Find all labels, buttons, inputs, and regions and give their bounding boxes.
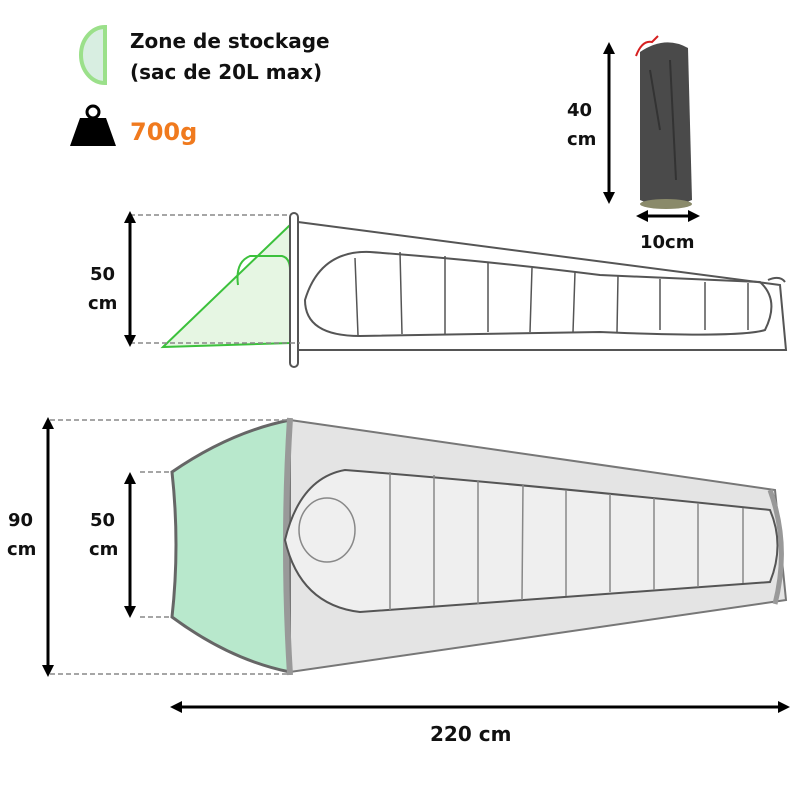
bag-height-unit: cm — [567, 129, 597, 150]
storage-zone-icon — [79, 24, 107, 86]
outer-height-value: 90 — [8, 510, 34, 531]
side-height-value: 50 — [90, 264, 116, 285]
side-view-drawing — [160, 212, 788, 368]
bag-width-label: 10cm — [640, 232, 695, 253]
inner-height-unit: cm — [89, 539, 119, 560]
bag-height-value: 40 — [567, 100, 593, 121]
length-label: 220 cm — [430, 722, 512, 746]
weight-icon — [70, 104, 116, 146]
outer-height-unit: cm — [7, 539, 37, 560]
stuff-sack-image — [635, 35, 692, 209]
storage-zone-label: Zone de stockage — [130, 29, 330, 53]
weight-value: 700g — [130, 118, 198, 146]
top-view-drawing — [170, 417, 788, 676]
side-height-unit: cm — [88, 293, 118, 314]
storage-capacity-label: (sac de 20L max) — [130, 60, 323, 84]
inner-height-value: 50 — [90, 510, 116, 531]
